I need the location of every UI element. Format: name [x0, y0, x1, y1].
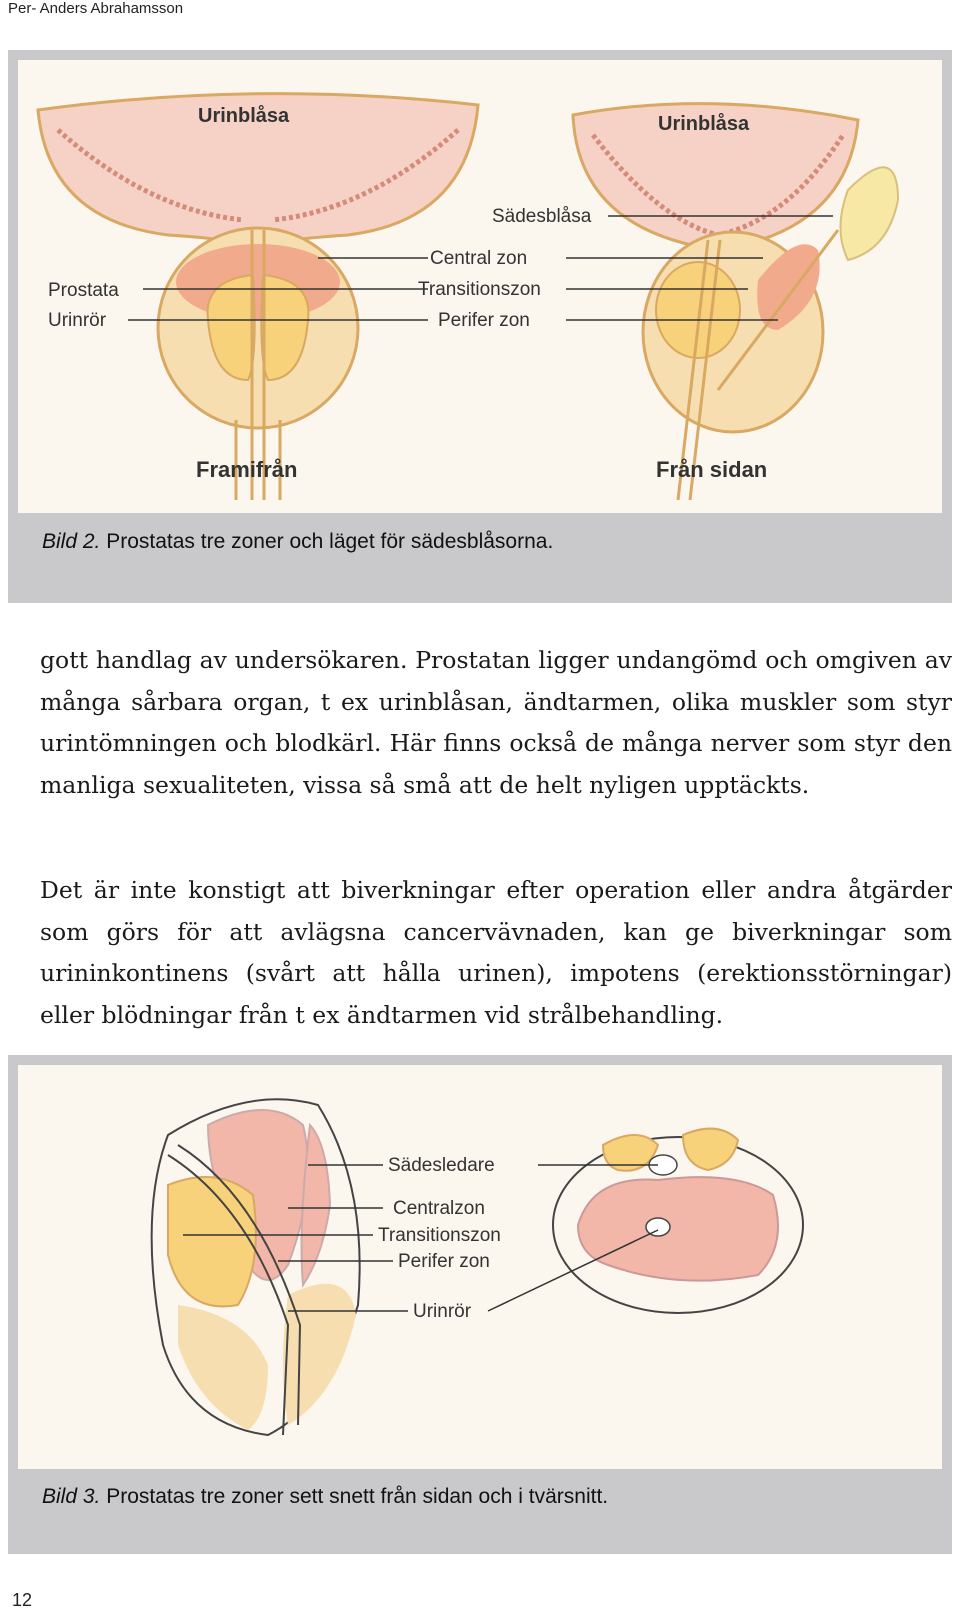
body-paragraph-2: Det är inte konstigt att biverkningar ef…: [40, 876, 952, 1029]
body-paragraph-1: gott handlag av undersökaren. Prostatan …: [40, 646, 952, 799]
figure-2-caption: Bild 2. Prostatas tre zoner och läget fö…: [42, 530, 553, 554]
label-urinror: Urinrör: [48, 310, 107, 331]
label-central-zon: Central zon: [430, 248, 527, 269]
leader-lines: [128, 215, 833, 321]
label-fran-sidan: Från sidan: [656, 457, 767, 482]
front-view: [36, 92, 480, 500]
label-urinblasa-right: Urinblåsa: [658, 112, 750, 135]
prostate-zones-diagram: Urinblåsa Urinblåsa Sädesblåsa Central z…: [36, 92, 900, 501]
figure-3-caption-text: Prostatas tre zoner sett snett från sida…: [100, 1485, 609, 1508]
figure-2-illustration: Urinblåsa Urinblåsa Sädesblåsa Central z…: [18, 60, 942, 513]
running-head-author: Per- Anders Abrahamsson: [8, 0, 184, 17]
leader-lines-fig3: [183, 1164, 659, 1312]
label-prostata: Prostata: [48, 280, 119, 301]
figure-2-caption-text: Prostatas tre zoner och läget för sädesb…: [100, 530, 554, 553]
figure-3-illustration: Sädesledare Centralzon Transitionszon Pe…: [18, 1065, 942, 1469]
label-perifer-zon: Perifer zon: [438, 310, 530, 331]
label-centralzon: Centralzon: [393, 1198, 485, 1219]
label-sadesledare: Sädesledare: [388, 1155, 495, 1176]
prostate-cross-section-diagram: Sädesledare Centralzon Transitionszon Pe…: [150, 1098, 804, 1437]
label-urinror-fig3: Urinrör: [413, 1301, 472, 1322]
label-perifer-zon-fig3: Perifer zon: [398, 1251, 490, 1272]
label-transitionszon: Transitionszon: [418, 279, 541, 300]
label-urinblasa-left: Urinblåsa: [198, 104, 290, 127]
label-framifran: Framifrån: [196, 457, 297, 482]
figure-3-caption-label: Bild 3.: [42, 1485, 101, 1508]
page-number: 12: [12, 1590, 33, 1610]
cross-section-view: [552, 1127, 804, 1314]
side-view: [571, 102, 900, 501]
figure-3: Sädesledare Centralzon Transitionszon Pe…: [8, 1055, 952, 1554]
figure-2-caption-label: Bild 2.: [42, 530, 101, 553]
label-transitionszon-fig3: Transitionszon: [378, 1225, 501, 1246]
figure-3-caption: Bild 3. Prostatas tre zoner sett snett f…: [42, 1485, 608, 1509]
oblique-view: [150, 1098, 361, 1437]
label-sadesblasa: Sädesblåsa: [492, 206, 592, 227]
figure-2: Urinblåsa Urinblåsa Sädesblåsa Central z…: [8, 50, 952, 603]
